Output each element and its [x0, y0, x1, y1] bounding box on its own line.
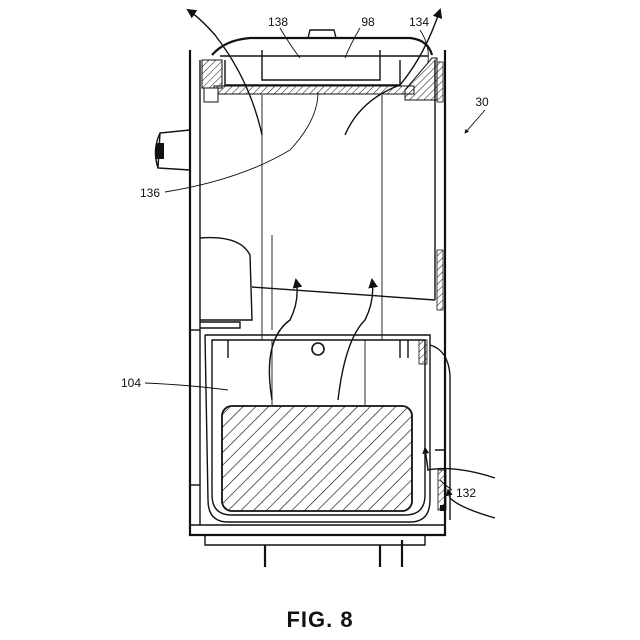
ref-138: 138: [268, 15, 288, 29]
ref-30: 30: [475, 95, 489, 109]
ref-132: 132: [456, 486, 476, 500]
top-cover: [202, 30, 437, 102]
side-nozzle: [155, 130, 190, 170]
ref-98: 98: [361, 15, 375, 29]
ref-136: 136: [140, 186, 160, 200]
inlet-region: [430, 345, 450, 520]
ref-104: 104: [121, 376, 141, 390]
water-tank: [205, 335, 430, 522]
figure-caption: FIG. 8: [286, 607, 353, 632]
feet: [205, 535, 425, 567]
mid-structure: [190, 235, 435, 330]
ref-134: 134: [409, 15, 429, 29]
